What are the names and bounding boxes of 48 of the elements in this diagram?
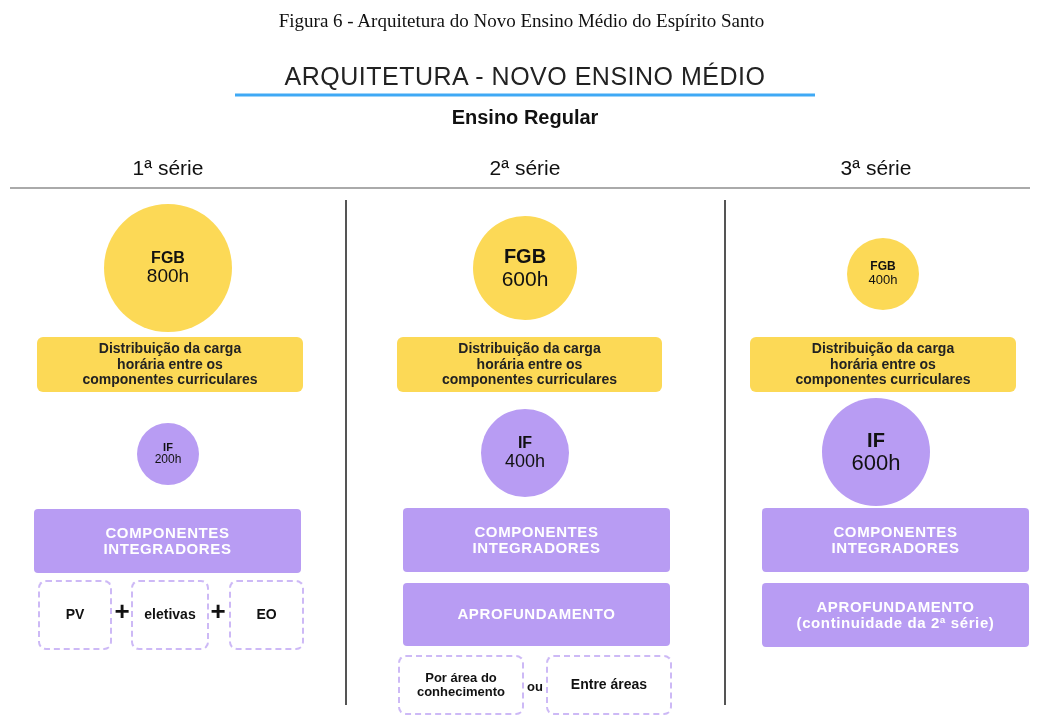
option-box [546,655,672,715]
component-box [403,583,670,646]
hours-text: 600h [501,267,549,291]
box-text: (continuidade da 2ª série) [796,615,995,632]
box-text: COMPONENTES INTEGRADORES [471,523,602,557]
hours-text: 400h [868,273,898,288]
component-box [762,508,1029,572]
box-text: eletivas [144,607,196,623]
circle-title: FGB [503,245,547,268]
circle-title: FGB [870,260,896,274]
option-box [229,580,304,650]
box-text: EO [256,607,277,623]
option-box [398,655,524,715]
subtitle-text: Ensino Regular [451,105,599,129]
hours-text: 600h [851,450,901,476]
connector-word: ou [527,678,543,694]
circle-title: IF [517,434,533,452]
box-text: COMPONENTES INTEGRADORES [830,523,961,557]
box-text: Entre áreas [570,677,648,693]
box-text: Por área do conhecimento [415,670,507,700]
box-text: Distribuição da carga horária entre os componentes curriculares [794,341,972,388]
column-header: 3ª série [840,156,912,180]
plus-sign: + [210,595,226,627]
info-box [750,337,1016,392]
plus-sign: + [114,595,130,627]
circle-title: IF [163,441,173,454]
box-text: Distribuição da carga horária entre os componentes curriculares [440,341,619,388]
component-box [762,583,1029,647]
component-box [403,508,670,572]
circle-title: FGB [151,248,185,267]
hours-text: 800h [146,266,190,288]
circle-title: IF [867,428,885,451]
option-box [38,580,112,650]
hours-text: 400h [504,451,545,472]
info-box [37,337,303,392]
option-box [131,580,209,650]
component-box [34,509,301,573]
box-text: APROFUNDAMENTO [816,598,975,615]
box-text: PV [65,607,85,623]
info-box [397,337,662,392]
column-header: 1ª série [132,156,204,180]
box-text: APROFUNDAMENTO [457,606,616,623]
box-text: COMPONENTES INTEGRADORES [102,524,233,558]
figure-caption: Figura 6 - Arquitetura do Novo Ensino Médio do Espírito Santo [277,10,766,32]
box-text: Distribuição da carga horária entre os componentes curriculares [81,341,259,388]
hours-text: 200h [154,453,182,467]
column-header: 2ª série [489,156,561,180]
diagram-title: ARQUITETURA - NOVO ENSINO MÉDIO [284,62,766,91]
